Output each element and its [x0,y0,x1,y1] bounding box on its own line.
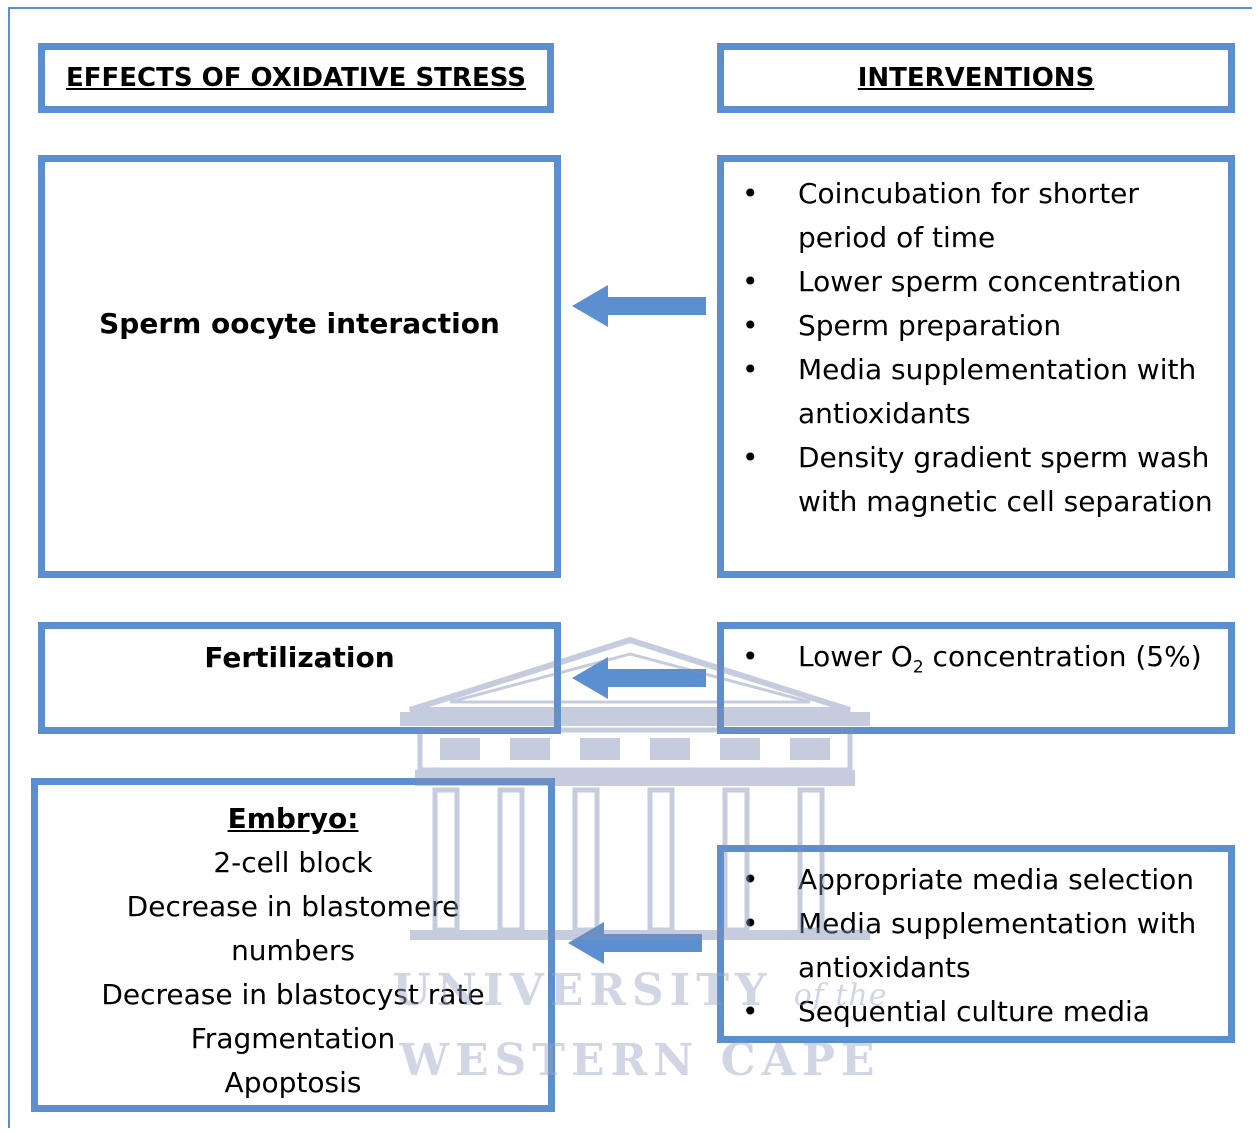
interventions-group2-list: Lower O2 concentration (5%) [738,635,1218,690]
embryo-line: Apoptosis [224,1066,362,1099]
interventions-group1-box: Coincubation for shorter period of time … [717,155,1235,578]
arrow-left-icon [572,285,706,327]
intervention-item: Density gradient sperm wash with magneti… [738,436,1218,524]
intervention-item: Sequential culture media [738,990,1218,1034]
fertilization-label: Fertilization [204,641,395,674]
sperm-oocyte-label: Sperm oocyte interaction [99,307,500,340]
arrow-left-icon [568,922,702,964]
intervention-item: Coincubation for shorter period of time [738,172,1218,260]
embryo-line: Fragmentation [190,1022,396,1055]
oxygen-suffix: concentration (5%) [923,640,1202,673]
embryo-box: Embryo: 2-cell block Decrease in blastom… [31,778,555,1112]
embryo-line: Decrease in blastomere [126,890,460,923]
intervention-item: Media supplementation with antioxidants [738,902,1218,990]
intervention-item: Media supplementation with antioxidants [738,348,1218,436]
effects-header-box: EFFECTS OF OXIDATIVE STRESS [38,43,554,113]
embryo-content: Embryo: 2-cell block Decrease in blastom… [38,797,548,1105]
interventions-group3-list: Appropriate media selection Media supple… [738,858,1218,1034]
intervention-item: Lower sperm concentration [738,260,1218,304]
interventions-group2-box: Lower O2 concentration (5%) [717,622,1235,734]
sperm-oocyte-box: Sperm oocyte interaction [38,155,561,578]
embryo-line: numbers [231,934,355,967]
intervention-item: Sperm preparation [738,304,1218,348]
embryo-title: Embryo: [227,802,359,835]
interventions-header-title: INTERVENTIONS [857,63,1095,93]
interventions-group1-list: Coincubation for shorter period of time … [738,172,1218,524]
embryo-line: Decrease in blastocyst rate [101,978,485,1011]
intervention-item-oxygen: Lower O2 concentration (5%) [738,635,1218,690]
intervention-item: Appropriate media selection [738,858,1218,902]
embryo-line: 2-cell block [213,846,373,879]
effects-header-title: EFFECTS OF OXIDATIVE STRESS [65,63,526,93]
arrow-left-icon [572,657,706,699]
outer-frame [8,7,1252,1128]
fertilization-box: Fertilization [38,622,561,734]
oxygen-subscript: 2 [912,657,924,678]
interventions-header-box: INTERVENTIONS [717,43,1235,113]
oxygen-prefix: Lower O [798,640,913,673]
interventions-group3-box: Appropriate media selection Media supple… [717,845,1235,1043]
